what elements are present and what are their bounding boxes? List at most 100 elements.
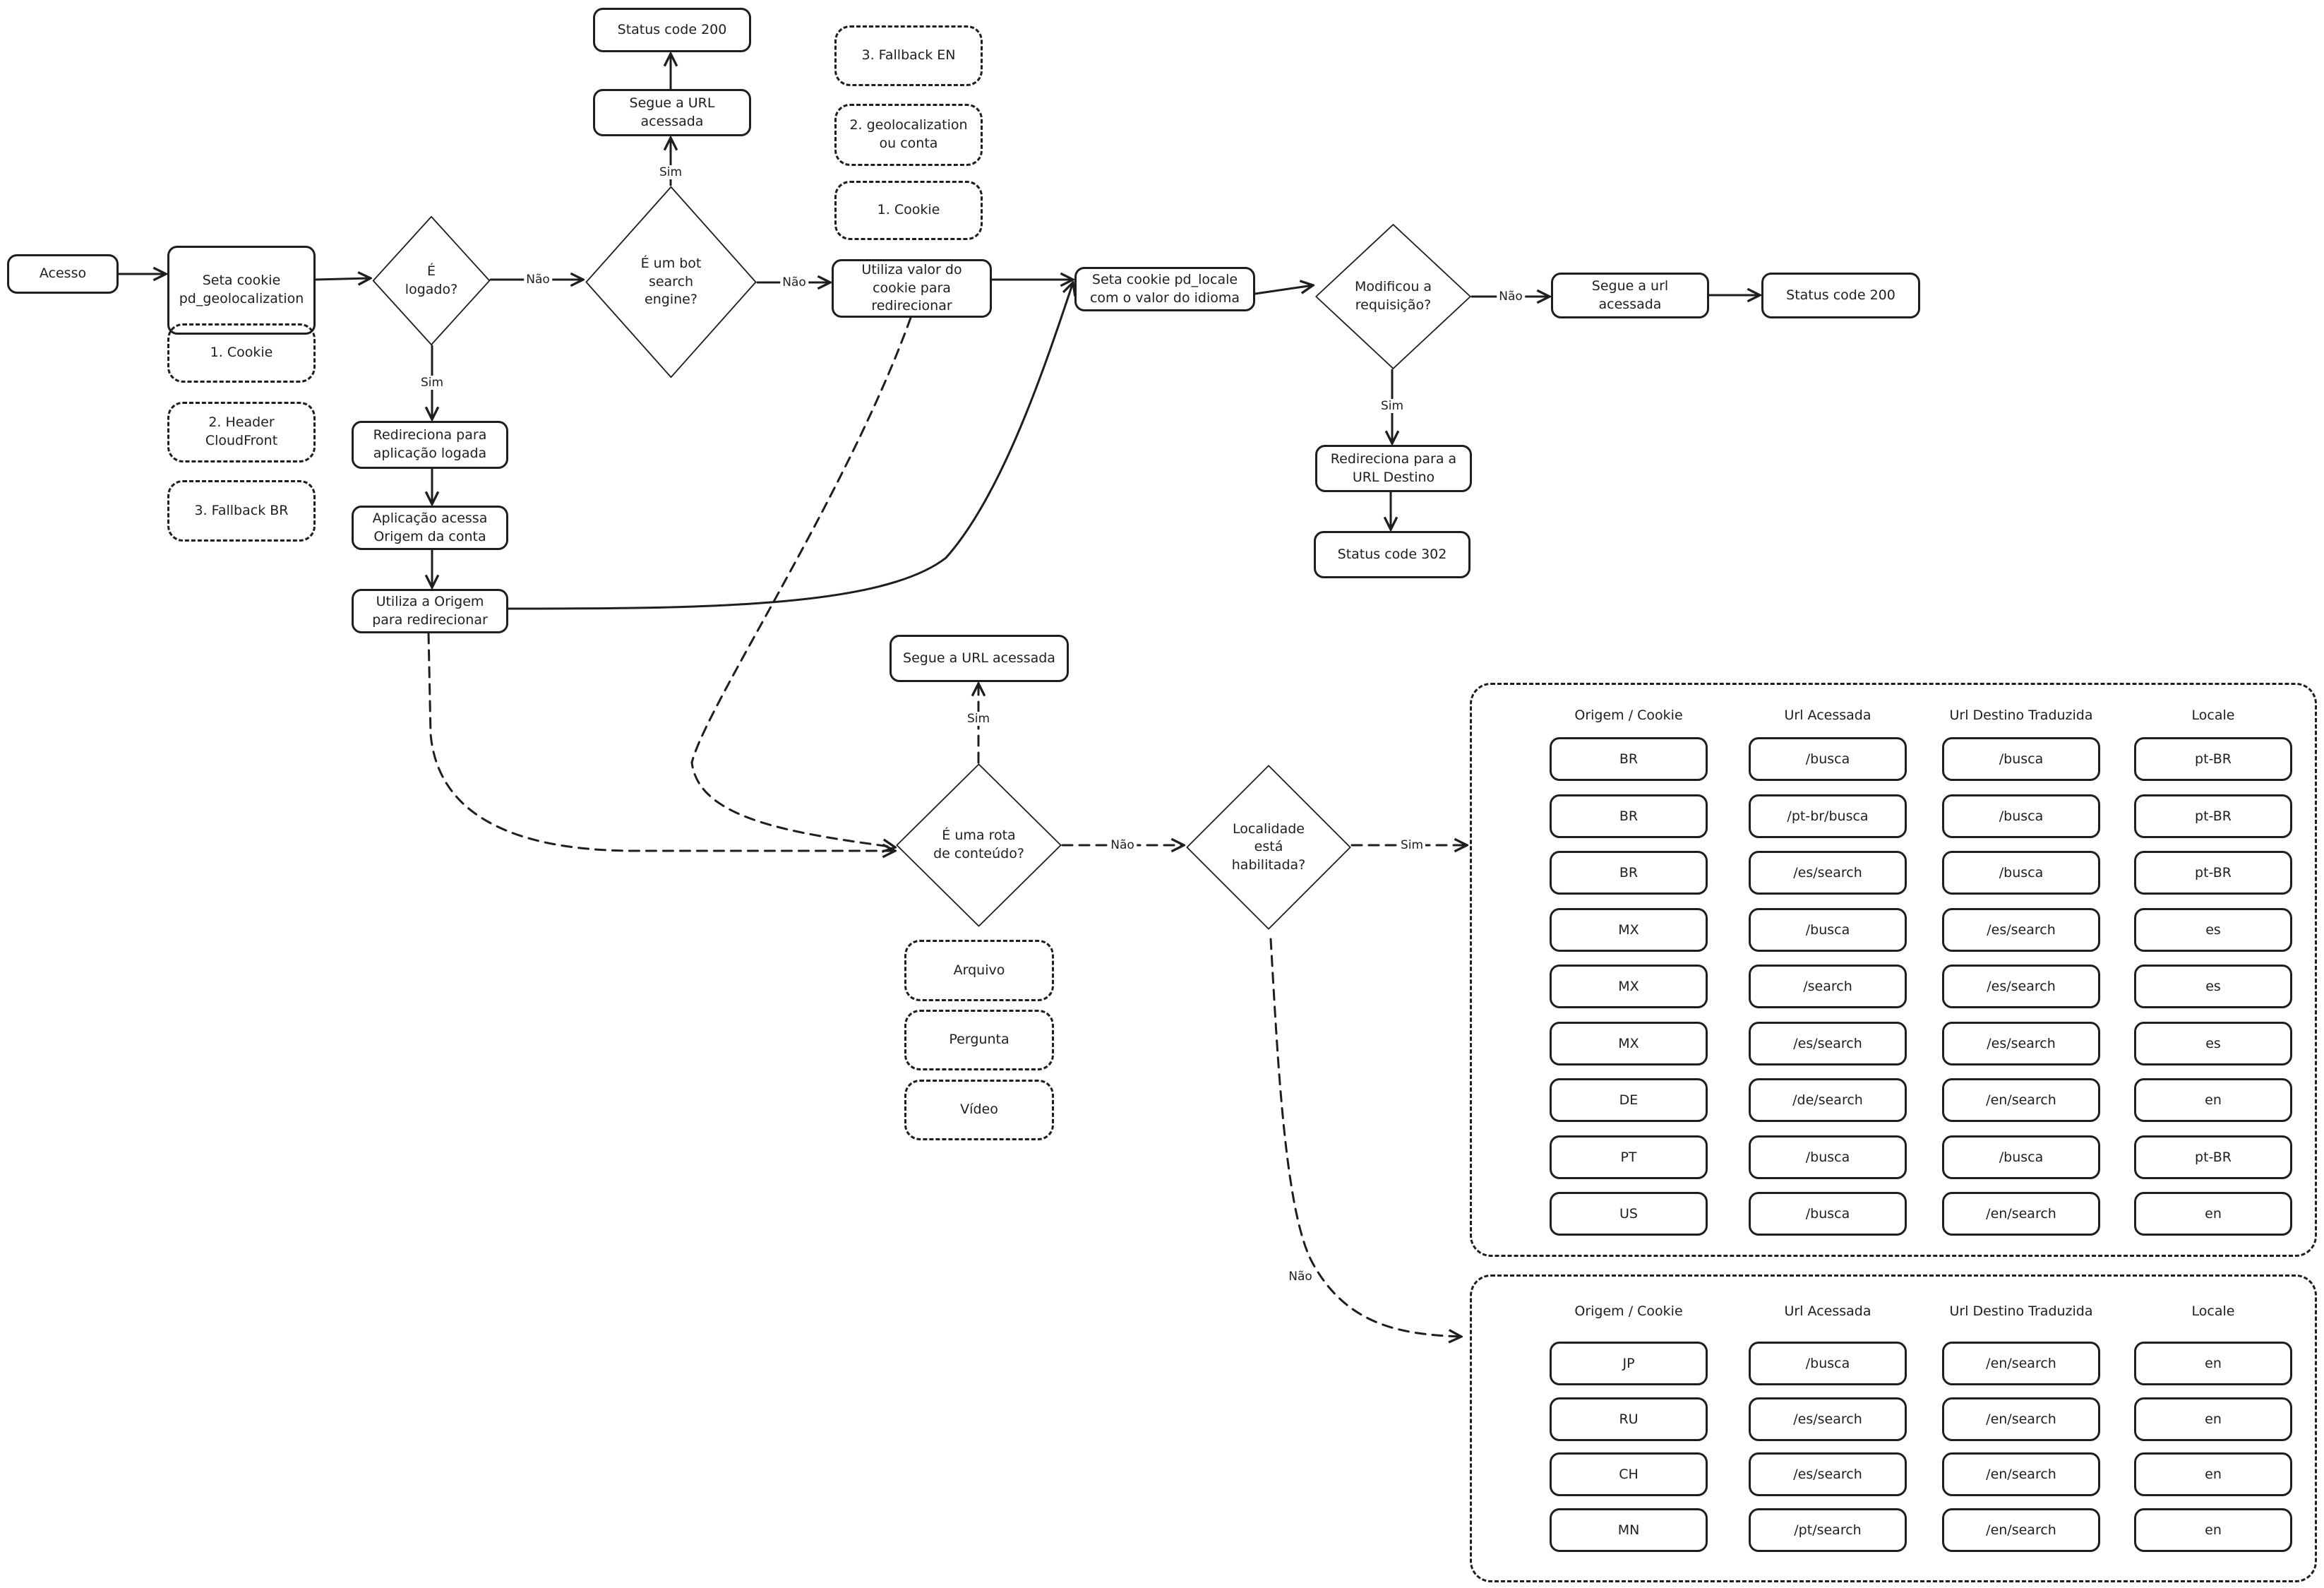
table-cell: pt-BR	[2134, 737, 2292, 781]
node-seta-cookie-geolocalization[interactable]: Seta cookie pd_geolocalization	[167, 246, 316, 335]
table-cell: en	[2134, 1452, 2292, 1496]
diamond-shape	[1185, 764, 1352, 931]
table-cell: en	[2134, 1508, 2292, 1552]
decision-e-logado-label: É logado?	[405, 263, 458, 297]
table-header-3: Locale	[2191, 708, 2235, 723]
diamond-shape	[895, 763, 1062, 928]
table-cell: /es/search	[1749, 1021, 1907, 1065]
table-cell: /en/search	[1942, 1397, 2100, 1441]
node-seta-cookie-locale-label: Seta cookie pd_locale com o valor do idi…	[1089, 271, 1240, 306]
table-header-1: Url Acessada	[1784, 708, 1871, 723]
node-bot-segue-url[interactable]: Segue a URL acessada	[593, 89, 751, 136]
node-utiliza-origem-label: Utiliza a Origem para redirecionar	[372, 593, 488, 628]
table-cell: /pt/search	[1749, 1508, 1907, 1552]
table-cell: pt-BR	[2134, 851, 2292, 895]
edge-utiliza-cookie-to-rota-conteudo	[690, 316, 912, 847]
decision-rota-conteudo[interactable]: É uma rota de conteúdo?	[895, 763, 1062, 928]
table-cell: BR	[1550, 737, 1708, 781]
node-redireciona-aplicacao-logada[interactable]: Redireciona para aplicação logada	[352, 421, 508, 469]
table-cell: es	[2134, 965, 2292, 1008]
table-cell: pt-BR	[2134, 794, 2292, 838]
table-cell: /busca	[1942, 851, 2100, 895]
note-content-pergunta: Pergunta	[904, 1010, 1054, 1070]
node-seta-cookie-locale[interactable]: Seta cookie pd_locale com o valor do idi…	[1074, 267, 1255, 311]
table-cell: /en/search	[1942, 1342, 2100, 1385]
note-locale-cookie: 1. Cookie	[834, 181, 983, 240]
node-acesso[interactable]: Acesso	[7, 254, 119, 294]
table-cell: DE	[1550, 1078, 1708, 1122]
table-header-3: Locale	[2191, 1303, 2235, 1319]
table-cell: /busca	[1942, 737, 2100, 781]
diamond-shape	[1314, 223, 1472, 370]
note-pergunta-label: Pergunta	[949, 1032, 1010, 1048]
note-geo-fallback-br: 3. Fallback BR	[167, 480, 316, 542]
table-header-0: Origem / Cookie	[1574, 708, 1683, 723]
note-geo-fallback-label: 3. Fallback BR	[194, 502, 289, 518]
node-rota-segue-url-label: Segue a URL acessada	[903, 650, 1055, 666]
label-logado-nao: Não	[524, 273, 552, 287]
decision-modificou-label: Modificou a requisição?	[1354, 279, 1432, 313]
decision-localidade[interactable]: Localidade está habilitada?	[1185, 764, 1352, 931]
note-locale-geo-label: 2. geolocalization ou conta	[849, 117, 968, 151]
diamond-shape	[372, 215, 491, 346]
table-cell: /es/search	[1942, 1021, 2100, 1065]
decision-rota-conteudo-label: É uma rota de conteúdo?	[933, 828, 1024, 861]
node-bot-status-200[interactable]: Status code 200	[593, 8, 751, 52]
table-cell: /busca	[1942, 1135, 2100, 1179]
node-aplicacao-acessa-origem[interactable]: Aplicação acessa Origem da conta	[352, 506, 508, 550]
node-rota-segue-url[interactable]: Segue a URL acessada	[890, 635, 1069, 682]
table-cell: es	[2134, 1021, 2292, 1065]
node-status-302-label: Status code 302	[1337, 546, 1447, 562]
label-localidade-nao: Não	[1286, 1270, 1314, 1284]
label-logado-sim: Sim	[418, 376, 446, 390]
node-redireciona-url-destino[interactable]: Redireciona para a URL Destino	[1315, 445, 1472, 492]
decision-modificou[interactable]: Modificou a requisição?	[1314, 223, 1472, 370]
table-cell: /busca	[1749, 1135, 1907, 1179]
table-cell: /es/search	[1749, 1452, 1907, 1496]
node-segue-url-acessada-label: Segue a url acessada	[1591, 277, 1669, 312]
table-cell: BR	[1550, 794, 1708, 838]
table-cell: PT	[1550, 1135, 1708, 1179]
edge-seta-locale-to-modificou	[1254, 285, 1313, 295]
note-video-label: Vídeo	[960, 1102, 998, 1118]
note-content-video: Vídeo	[904, 1080, 1054, 1140]
label-rota-nao: Não	[1108, 838, 1137, 852]
table-cell: en	[2134, 1192, 2292, 1236]
node-utiliza-origem[interactable]: Utiliza a Origem para redirecionar	[352, 589, 508, 633]
table-cell: en	[2134, 1078, 2292, 1122]
table-cell: /es/search	[1749, 851, 1907, 895]
decision-e-logado[interactable]: É logado?	[372, 215, 491, 346]
table-cell: CH	[1550, 1452, 1708, 1496]
node-segue-url-acessada[interactable]: Segue a url acessada	[1551, 273, 1709, 318]
table-cell: pt-BR	[2134, 1135, 2292, 1179]
note-content-arquivo: Arquivo	[904, 940, 1054, 1001]
table-cell: /en/search	[1942, 1192, 2100, 1236]
node-status-200-label: Status code 200	[1786, 287, 1895, 303]
decision-e-bot[interactable]: É um bot search engine?	[585, 185, 757, 379]
label-rota-sim: Sim	[964, 712, 993, 726]
table-cell: /busca	[1749, 907, 1907, 952]
note-geo-cookie-label: 1. Cookie	[210, 345, 273, 361]
node-bot-status-200-label: Status code 200	[617, 21, 727, 37]
label-modificou-sim: Sim	[1378, 399, 1406, 413]
node-status-302[interactable]: Status code 302	[1314, 531, 1471, 578]
note-geo-header-cloudfront: 2. Header CloudFront	[167, 402, 316, 462]
table-cell: /en/search	[1942, 1078, 2100, 1122]
table-cell: en	[2134, 1397, 2292, 1441]
table-header-0: Origem / Cookie	[1574, 1303, 1683, 1319]
table-cell: MX	[1550, 1021, 1708, 1065]
node-seta-cookie-geolocalization-label: Seta cookie pd_geolocalization	[179, 273, 304, 306]
node-status-200[interactable]: Status code 200	[1761, 273, 1920, 318]
note-geo-cookie: 1. Cookie	[167, 323, 316, 383]
node-utiliza-cookie-label: Utiliza valor do cookie para redireciona…	[861, 262, 962, 314]
note-arquivo-label: Arquivo	[953, 962, 1005, 978]
table-cell: /pt-br/busca	[1749, 794, 1907, 838]
table-header-1: Url Acessada	[1784, 1303, 1871, 1319]
node-utiliza-cookie[interactable]: Utiliza valor do cookie para redireciona…	[832, 259, 992, 318]
table-cell: BR	[1550, 851, 1708, 895]
table-cell: /busca	[1749, 737, 1907, 781]
table-cell: es	[2134, 907, 2292, 952]
table-cell: /busca	[1749, 1342, 1907, 1385]
